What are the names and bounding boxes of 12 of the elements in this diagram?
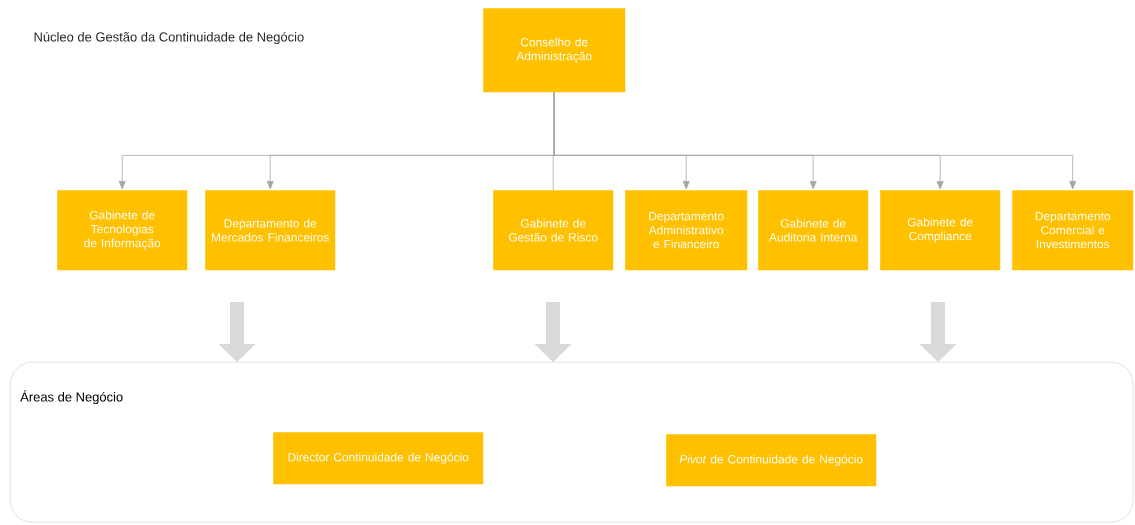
org-box: Gabinete de Gestão de Risco (493, 190, 614, 271)
org-box: Gabinete de Auditoria Interna (758, 190, 869, 271)
org-box: Departamento Administrativo e Financeiro (625, 190, 748, 271)
org-box: Departamento Comercial e Investimentos (1012, 190, 1134, 271)
title: Núcleo de Gestão da Continuidade de Negócio (34, 31, 304, 45)
org-box: Pivot de Continuidade de Negócio (666, 434, 877, 487)
org-box: Departamento de Mercados Financeiros (205, 190, 336, 271)
org-box: Conselho de Administração (483, 8, 626, 93)
connector-arrow (553, 92, 1077, 190)
org-box: Gabinete de Compliance (880, 190, 1001, 271)
org-box: Gabinete de Tecnologias de Informação (57, 190, 188, 271)
org-box: Director Continuidade de Negócio (273, 432, 484, 485)
